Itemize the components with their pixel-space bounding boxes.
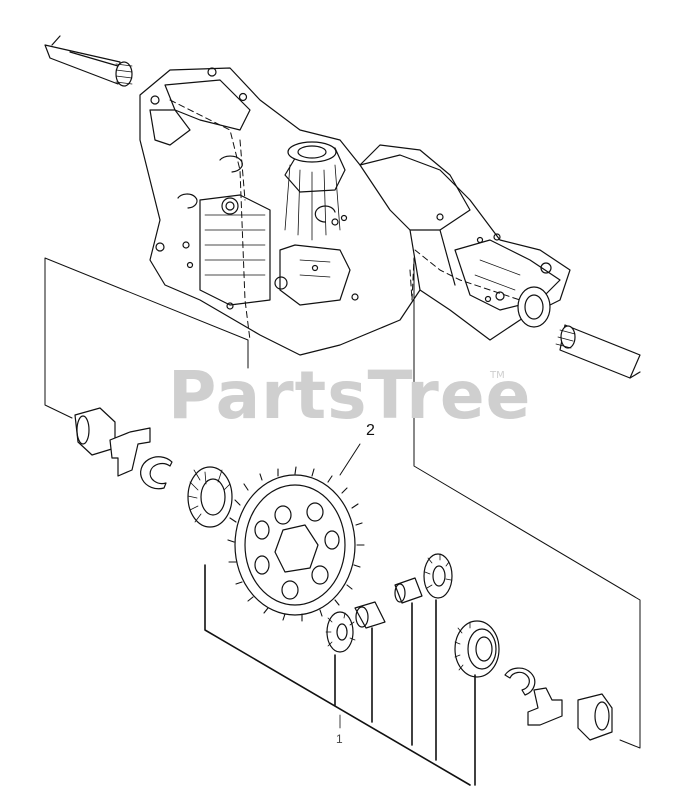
left-bevel-gear: [187, 466, 233, 528]
transaxle-housing: [139, 67, 571, 356]
small-pinion-gear: [325, 611, 356, 653]
callout-differential[interactable]: 1: [336, 732, 343, 746]
left-axle-shaft: [44, 35, 133, 87]
watermark-brand: PartsTree: [168, 357, 532, 434]
right-snap-ring: [504, 667, 536, 696]
assembly-dashed-lines: [169, 99, 521, 341]
leader-lines: [44, 257, 641, 786]
watermark-trademark: TM: [490, 370, 505, 381]
right-bushing: [577, 693, 613, 741]
cross-pin-right: [394, 577, 423, 604]
left-bushing: [74, 407, 116, 456]
callout-gear[interactable]: 2: [366, 422, 375, 439]
right-retainer: [527, 687, 563, 726]
cross-pin-left: [354, 601, 386, 629]
side-gear-hub: [454, 620, 500, 678]
main-spur-gear: [227, 466, 365, 622]
right-axle-shaft: [555, 324, 641, 379]
left-snap-ring: [140, 456, 173, 490]
left-retainer: [109, 427, 151, 477]
right-bevel-gear: [423, 553, 453, 599]
